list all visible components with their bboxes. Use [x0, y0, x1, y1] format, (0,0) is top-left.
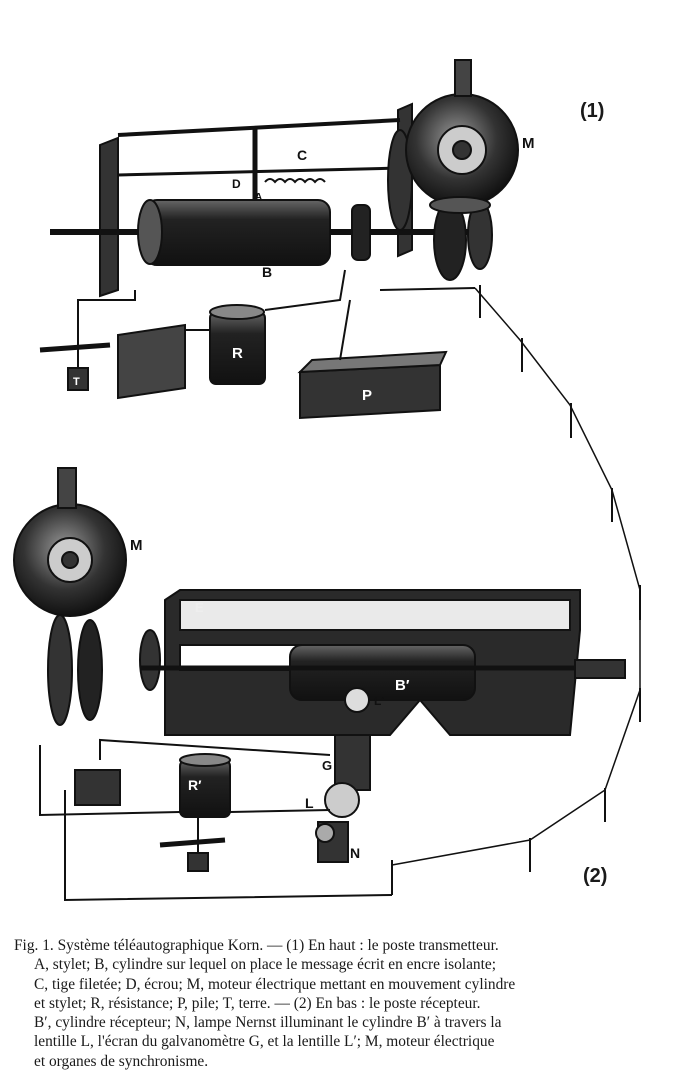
label-L-prime: L′	[374, 694, 384, 708]
label-M-bottom: M	[130, 537, 143, 554]
label-M-top: M	[522, 135, 535, 152]
figure-caption: Fig. 1. Système téléautographique Korn. …	[14, 936, 674, 1071]
label-N: N	[350, 845, 360, 861]
label-R-prime: R′	[188, 777, 202, 793]
label-L: L	[305, 795, 314, 811]
caption-line: C, tige filetée; D, écrou; M, moteur éle…	[34, 975, 516, 993]
caption-line: et organes de synchronisme.	[34, 1052, 209, 1070]
label-T: T	[73, 376, 80, 388]
caption-line: B′, cylindre récepteur; N, lampe Nernst …	[34, 1014, 502, 1032]
caption-line: Fig. 1. Système téléautographique Korn. …	[14, 937, 499, 954]
label-A: A	[255, 192, 262, 203]
figure-labels: M C D A B R T P M E B′ L′ G L R′ N	[73, 135, 535, 861]
caption-line: A, stylet; B, cylindre sur lequel on pla…	[34, 956, 496, 974]
caption-line: lentille L, l'écran du galvanomètre G, e…	[34, 1033, 495, 1051]
transmitter-station	[39, 59, 641, 895]
receiver-station	[13, 467, 626, 902]
label-G: G	[322, 758, 332, 773]
part1-number: (1)	[580, 100, 605, 122]
illustration: M C D A B R T P M E B′ L′ G L R′ N (1) (…	[13, 59, 641, 902]
caption-line: et stylet; R, résistance; P, pile; T, te…	[34, 994, 481, 1012]
part2-number: (2)	[583, 865, 608, 887]
label-C: C	[297, 147, 307, 163]
telautograph-drawing: M C D A B R T P M E B′ L′ G L R′ N	[13, 59, 641, 902]
label-D: D	[232, 177, 241, 191]
label-B-prime: B′	[395, 677, 410, 694]
label-R: R	[232, 345, 243, 362]
label-B: B	[262, 264, 272, 280]
label-E: E	[195, 600, 204, 615]
label-P: P	[362, 387, 372, 404]
